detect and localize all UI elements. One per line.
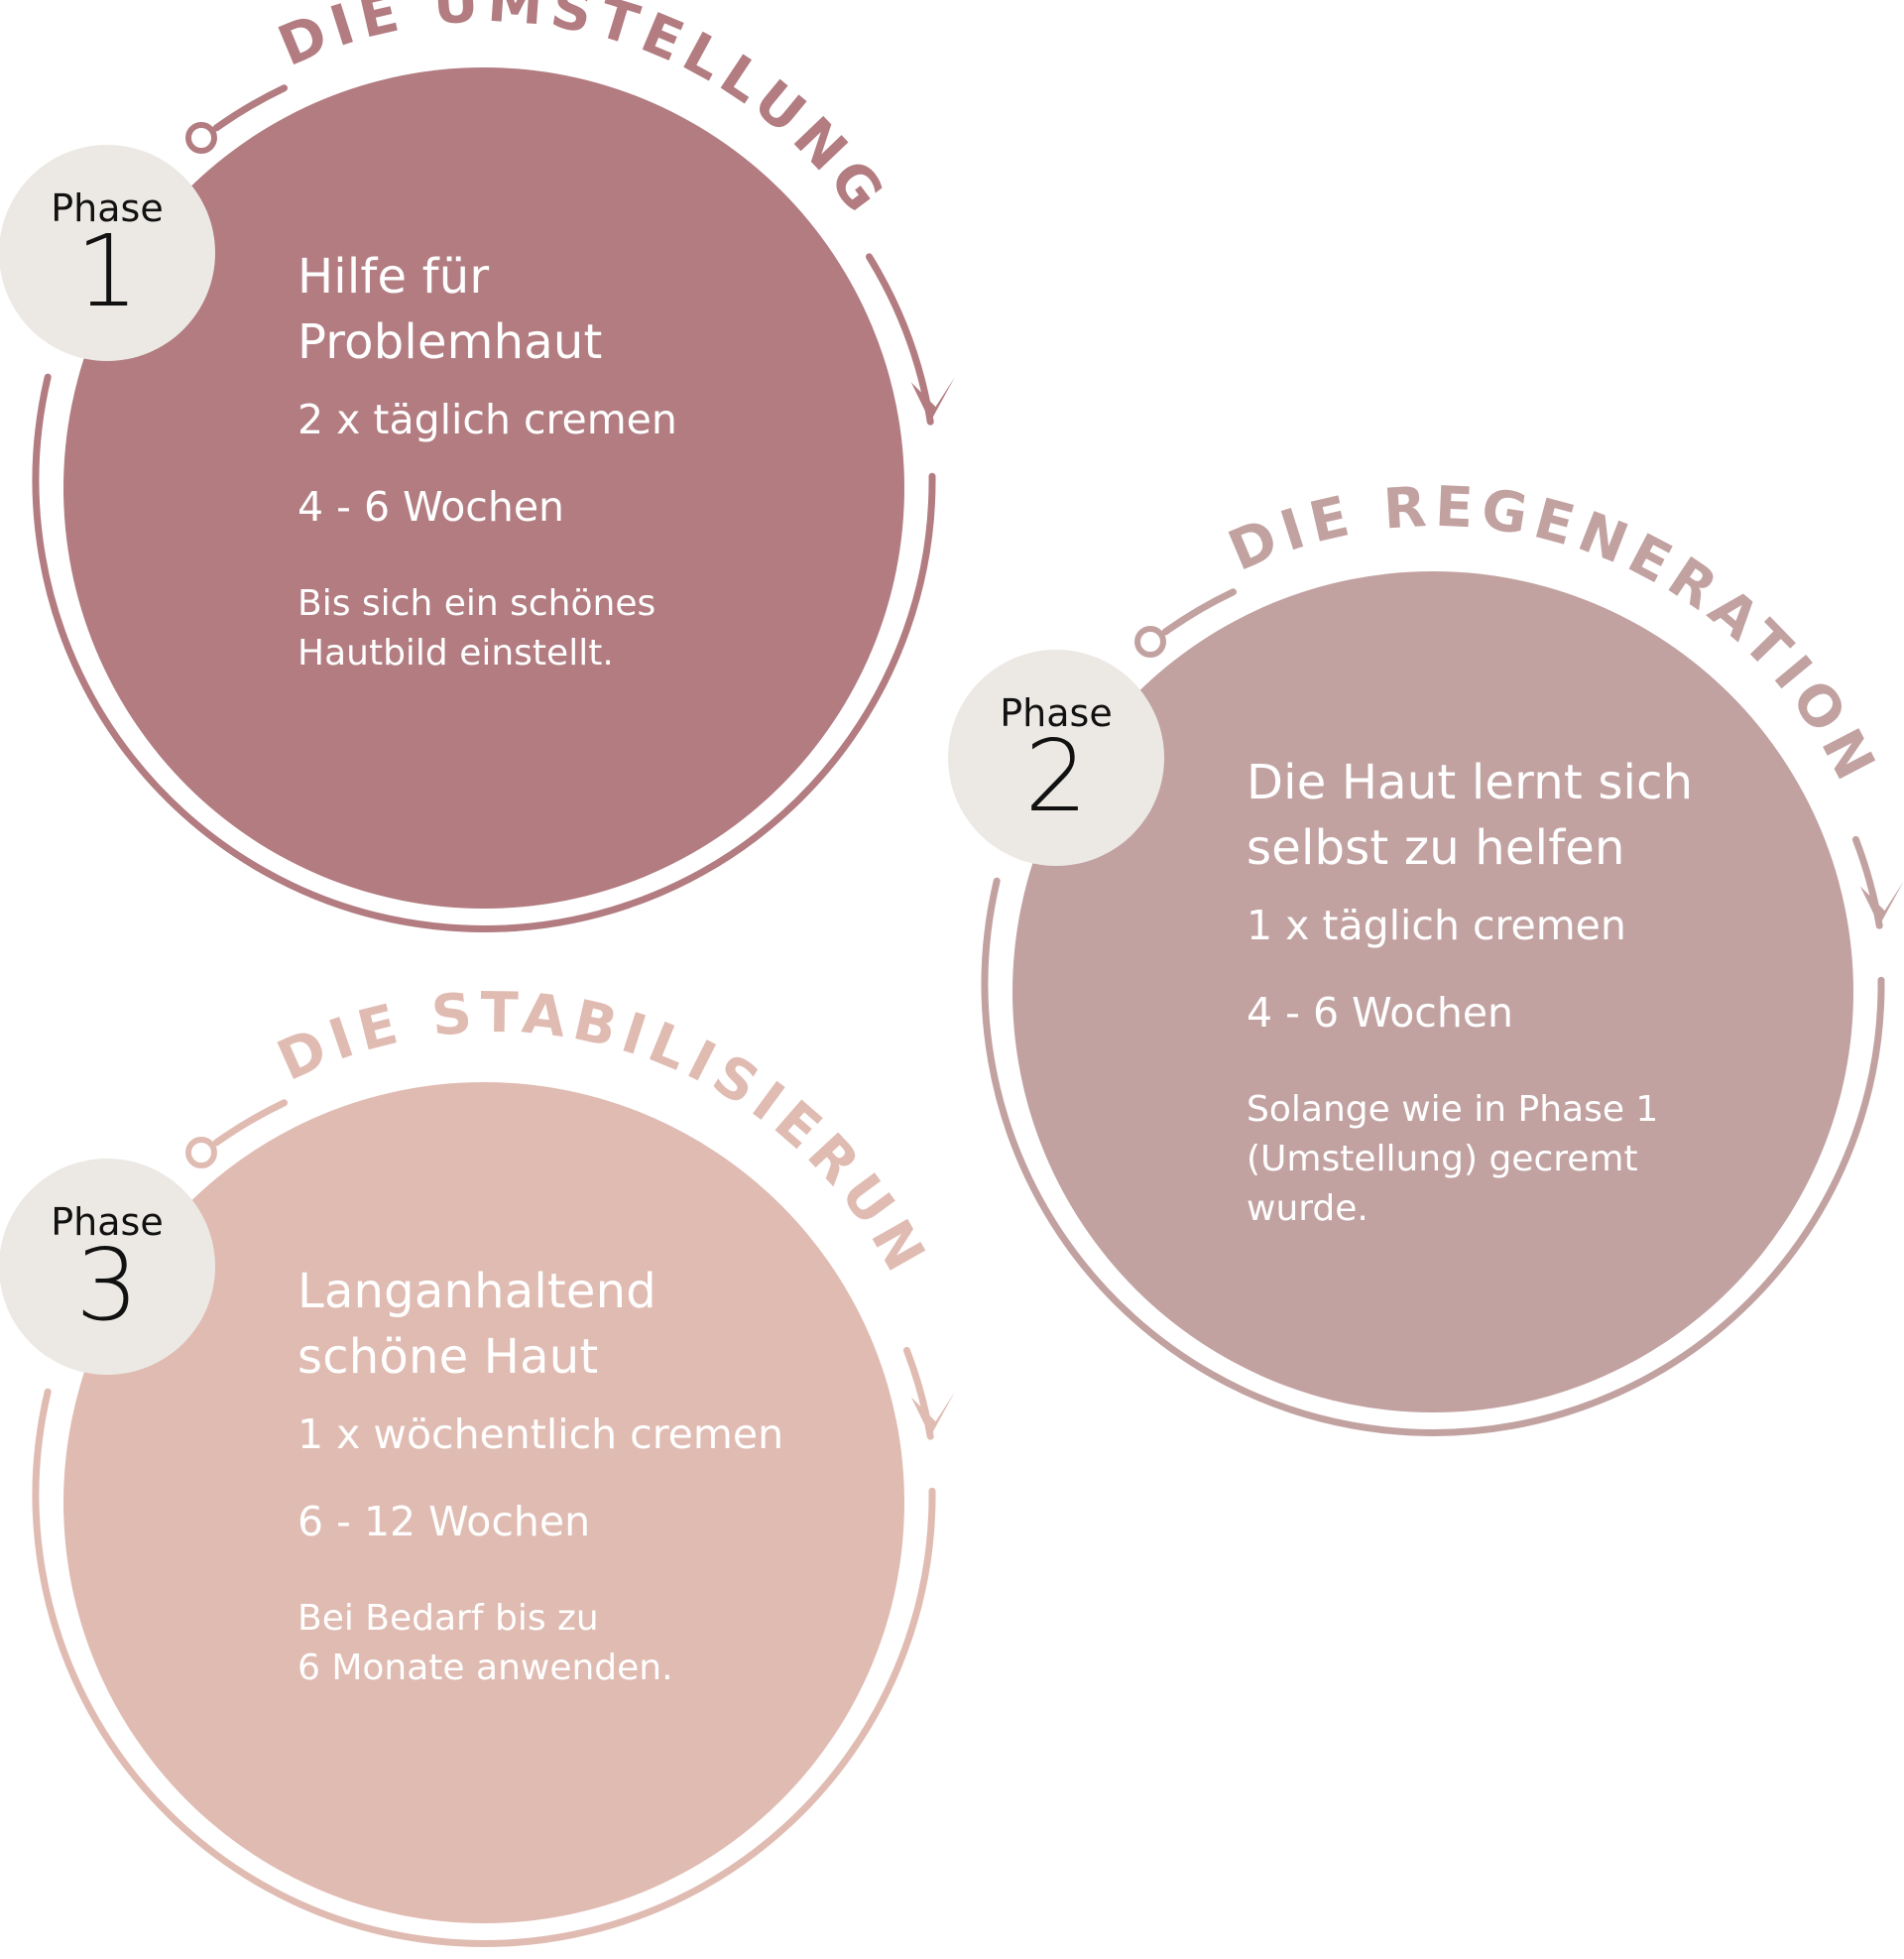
- phase-1-circle: [63, 67, 904, 909]
- phase-1-badge-label: Phase: [51, 186, 164, 230]
- phase-3-badge-label: Phase: [51, 1200, 164, 1244]
- phase-1-badge: Phase 1: [0, 145, 215, 361]
- phase-1-outer-ring: [32, 373, 936, 932]
- phase-2-note: Solange wie in Phase 1 (Umstellung) gecr…: [1247, 1089, 1659, 1229]
- phase-3-badge-number: 3: [75, 1227, 139, 1343]
- phase-2-start-connector: [1161, 588, 1237, 636]
- phase-1-note: Bis sich ein schönes Hautbild einstellt.: [298, 583, 656, 673]
- phase-2-frequency: 1 x täglich cremen: [1247, 902, 1626, 949]
- phase-3-frequency: 1 x wöchentlich cremen: [298, 1410, 784, 1458]
- phase-2-content: Die Haut lernt sich selbst zu helfen 1 x…: [1247, 750, 1842, 1234]
- phase-2-arrow-head: [1859, 881, 1904, 926]
- phase-1-start-dot: [185, 122, 217, 154]
- phase-1-frequency: 2 x täglich cremen: [298, 396, 677, 443]
- phase-3-start-connector: [212, 1099, 288, 1147]
- phase-2-badge: Phase 2: [948, 650, 1164, 866]
- phase-3-badge: Phase 3: [0, 1159, 215, 1375]
- phase-2-start-dot: [1134, 626, 1166, 658]
- phase-3-outer-ring: [32, 1388, 936, 1947]
- phase-3-note: Bei Bedarf bis zu 6 Monate anwenden.: [298, 1598, 673, 1688]
- phase-1-arrow-head: [910, 377, 955, 423]
- phase-3-circle: [63, 1082, 904, 1923]
- phase-3-start-dot: [185, 1137, 217, 1168]
- phase-2-badge-label: Phase: [1000, 691, 1113, 735]
- phase-3-title: Langanhaltend schöne Haut: [298, 1264, 656, 1385]
- phase-3-arrow-head: [910, 1392, 955, 1437]
- phase-2-title: Die Haut lernt sich selbst zu helfen: [1247, 755, 1694, 876]
- phase-2-circle: [1012, 571, 1853, 1412]
- phase-1-badge-number: 1: [75, 213, 139, 329]
- phase-1-title: Hilfe für Problemhaut: [298, 249, 603, 370]
- phase-1-start-connector: [212, 84, 288, 132]
- phase-3-duration: 6 - 12 Wochen: [298, 1498, 591, 1545]
- phase-1-content: Hilfe für Problemhaut 2 x täglich cremen…: [298, 244, 853, 678]
- phase-2-badge-number: 2: [1024, 718, 1088, 834]
- phase-3-content: Langanhaltend schöne Haut 1 x wöchentlic…: [298, 1259, 892, 1693]
- phase-2-outer-ring: [981, 877, 1885, 1436]
- phase-1-duration: 4 - 6 Wochen: [298, 483, 565, 531]
- phase-2-duration: 4 - 6 Wochen: [1247, 989, 1514, 1037]
